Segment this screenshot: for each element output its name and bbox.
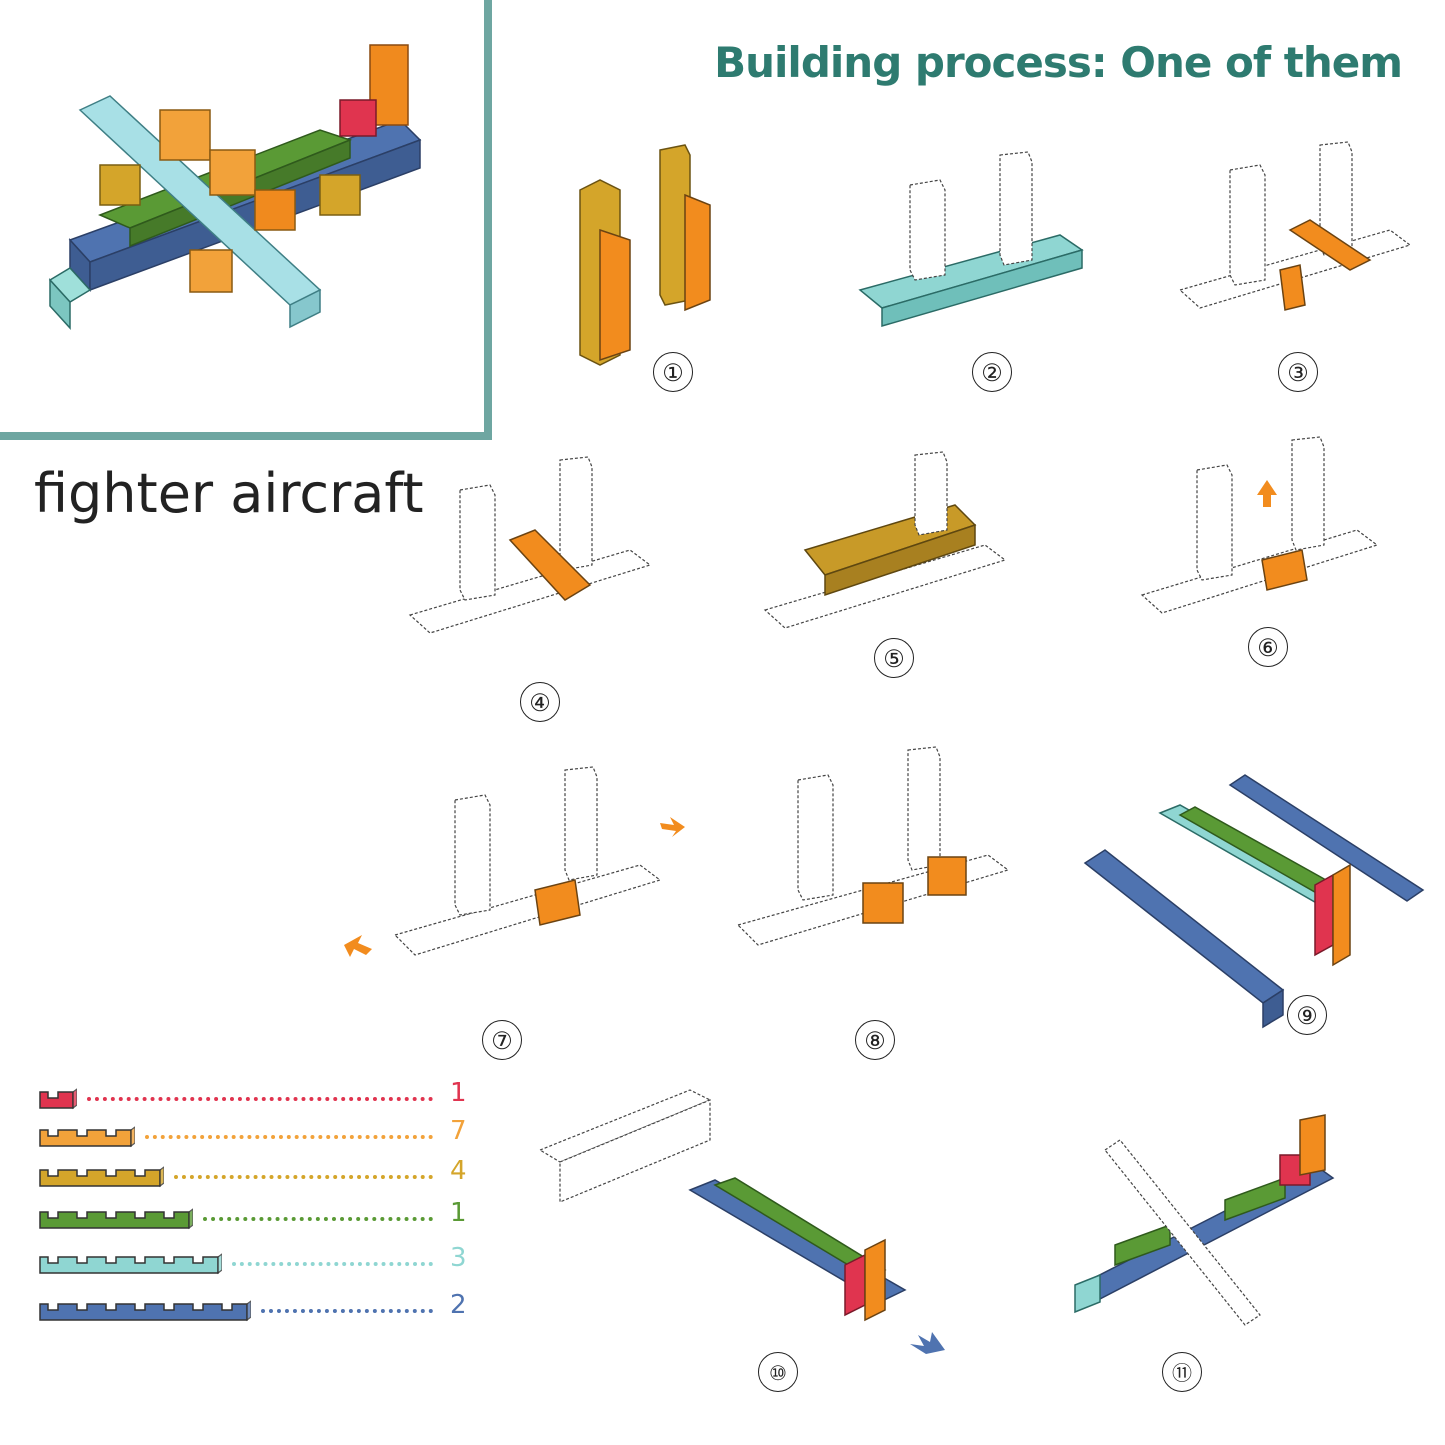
step-9-illustration [1085, 775, 1430, 1020]
legend-row: 7 [38, 1124, 478, 1148]
legend-piece-icon [38, 1251, 222, 1275]
legend-row: 3 [38, 1251, 478, 1275]
legend-piece-icon [38, 1298, 251, 1322]
step-3-illustration [1180, 140, 1415, 345]
legend-dotted-leader [87, 1097, 433, 1101]
step-6-illustration [1142, 435, 1387, 640]
legend-row: 1 [38, 1086, 478, 1110]
step-2-illustration [860, 150, 1090, 350]
legend-count: 3 [450, 1243, 467, 1273]
legend-row: 4 [38, 1164, 478, 1188]
legend-dotted-leader [232, 1262, 433, 1266]
step-label-7: ⑦ [482, 1020, 522, 1060]
legend-count: 1 [450, 1198, 467, 1228]
hero-frame [0, 0, 492, 440]
legend-dotted-leader [203, 1217, 433, 1221]
page-title: Building process: One of them [560, 38, 1402, 87]
step-label-11: ⑪ [1162, 1352, 1202, 1392]
model-caption: fighter aircraft [34, 462, 424, 525]
legend-count: 1 [450, 1078, 467, 1108]
legend-piece-icon [38, 1124, 135, 1148]
step-8-illustration [738, 745, 1018, 985]
step-5-illustration [765, 450, 1015, 655]
parts-legend: 1 7 4 1 3 2 [0, 1086, 500, 1336]
legend-piece-icon [38, 1164, 164, 1188]
step-7-illustration [340, 765, 690, 1005]
legend-row: 1 [38, 1206, 478, 1230]
finished-aircraft-illustration [0, 0, 484, 432]
step-4-illustration [410, 455, 660, 670]
step-label-9: ⑨ [1287, 995, 1327, 1035]
step-label-1: ① [653, 352, 693, 392]
step-10-illustration [540, 1080, 960, 1350]
step-label-3: ③ [1278, 352, 1318, 392]
step-label-10: ⑩ [758, 1352, 798, 1392]
legend-dotted-leader [174, 1175, 433, 1179]
legend-count: 7 [450, 1116, 467, 1146]
legend-piece-icon [38, 1086, 77, 1110]
legend-count: 4 [450, 1156, 467, 1186]
legend-dotted-leader [145, 1135, 433, 1139]
step-label-6: ⑥ [1248, 627, 1288, 667]
step-1-illustration [560, 140, 730, 370]
step-label-4: ④ [520, 682, 560, 722]
step-11-illustration [1075, 1110, 1345, 1345]
legend-row: 2 [38, 1298, 478, 1322]
step-label-8: ⑧ [855, 1020, 895, 1060]
step-label-5: ⑤ [874, 638, 914, 678]
legend-dotted-leader [261, 1309, 433, 1313]
step-label-2: ② [972, 352, 1012, 392]
legend-count: 2 [450, 1290, 467, 1320]
legend-piece-icon [38, 1206, 193, 1230]
